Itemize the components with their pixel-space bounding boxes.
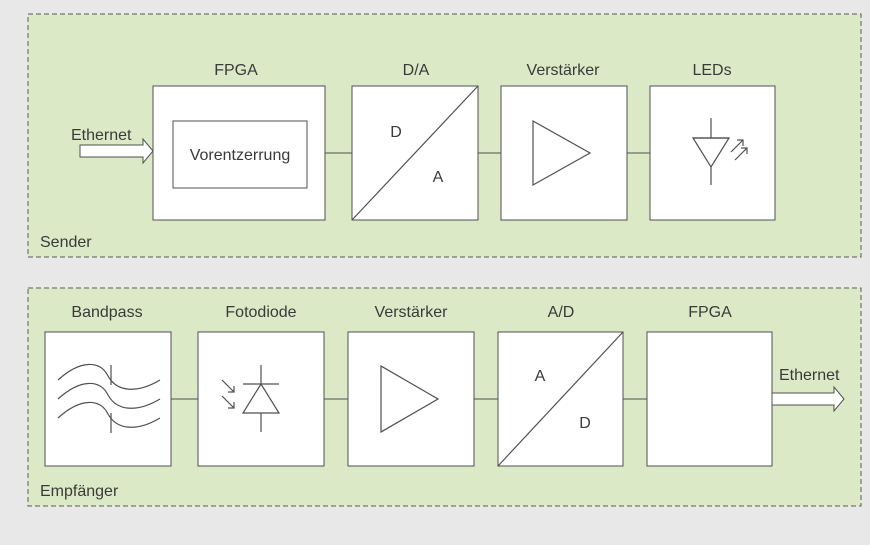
bandpass-title: Bandpass bbox=[71, 304, 142, 321]
da-title: D/A bbox=[403, 62, 430, 79]
ad-title: A/D bbox=[548, 304, 575, 321]
led-icon bbox=[691, 118, 748, 185]
receiver-amplifier-block bbox=[347, 331, 475, 467]
da-bottom-letter: A bbox=[433, 169, 444, 186]
ad-top-letter: A bbox=[535, 368, 546, 385]
vorentzerrung-label: Vorentzerrung bbox=[190, 147, 291, 164]
receiver-amplifier-triangle-icon bbox=[380, 364, 440, 434]
receiver-section-label: Empfänger bbox=[40, 483, 119, 500]
da-diagonal-icon bbox=[351, 85, 479, 221]
photodiode-title: Fotodiode bbox=[225, 304, 296, 321]
leds-title: LEDs bbox=[692, 62, 731, 79]
sender-fpga-title: FPGA bbox=[214, 62, 258, 79]
receiver-amplifier-title: Verstärker bbox=[375, 304, 449, 321]
bandpass-block bbox=[44, 331, 172, 467]
leds-block bbox=[649, 85, 776, 221]
da-top-letter: D bbox=[390, 124, 402, 141]
photodiode-block bbox=[197, 331, 325, 467]
ad-diagonal-icon bbox=[497, 331, 624, 467]
sender-amplifier-block bbox=[500, 85, 628, 221]
sender-section-label: Sender bbox=[40, 234, 92, 251]
bandpass-wave-icon bbox=[57, 363, 161, 433]
sender-amplifier-title: Verstärker bbox=[527, 62, 601, 79]
vorentzerrung-block bbox=[172, 120, 308, 189]
ethernet-output-arrow-icon bbox=[771, 385, 845, 413]
receiver-fpga-title: FPGA bbox=[688, 304, 732, 321]
sender-ethernet-label: Ethernet bbox=[71, 127, 132, 144]
amplifier-triangle-icon bbox=[532, 119, 592, 187]
receiver-ethernet-label: Ethernet bbox=[779, 367, 840, 384]
ethernet-input-arrow-icon bbox=[79, 137, 154, 165]
ad-bottom-letter: D bbox=[579, 415, 591, 432]
photodiode-icon bbox=[221, 365, 281, 432]
receiver-fpga-block bbox=[646, 331, 773, 467]
